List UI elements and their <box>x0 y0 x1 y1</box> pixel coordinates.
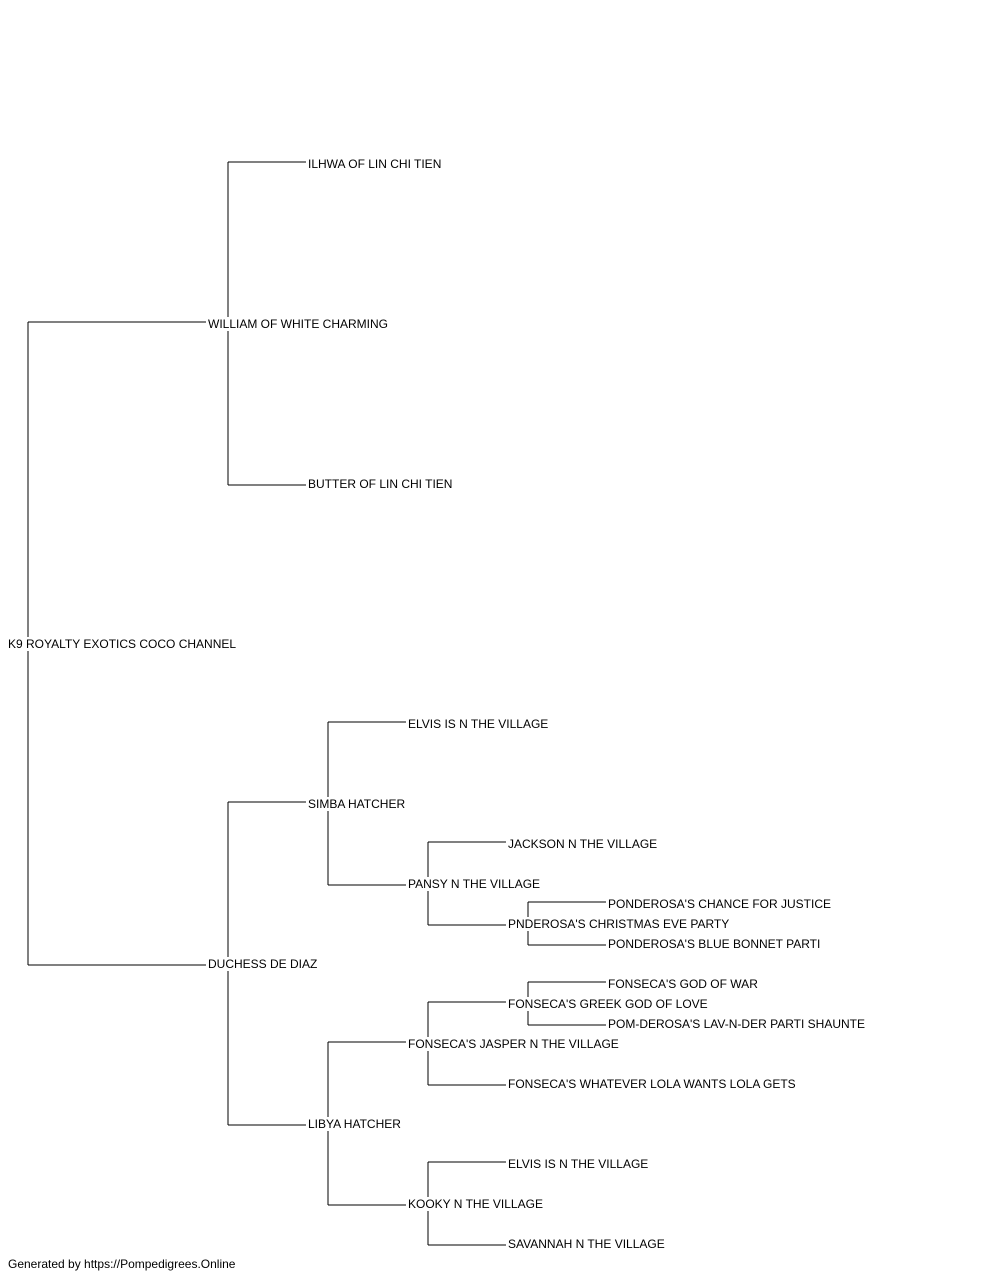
sire-dam: BUTTER OF LIN CHI TIEN <box>306 477 455 491</box>
dam-dam-sire-dam: FONSECA'S WHATEVER LOLA WANTS LOLA GETS <box>506 1077 798 1091</box>
dam-dam-sire-sire: FONSECA'S GREEK GOD OF LOVE <box>506 997 710 1011</box>
footer-credit: Generated by https://Pompedigrees.Online <box>8 1257 236 1271</box>
dam-sire-sire: ELVIS IS N THE VILLAGE <box>406 717 551 731</box>
dam-sire: SIMBA HATCHER <box>306 797 408 811</box>
dam-sire-dam-sire: JACKSON N THE VILLAGE <box>506 837 660 851</box>
dam-sire-dam-dam: PNDEROSA'S CHRISTMAS EVE PARTY <box>506 917 732 931</box>
dam-dam-dam: KOOKY N THE VILLAGE <box>406 1197 545 1211</box>
dam-dam-dam-dam: SAVANNAH N THE VILLAGE <box>506 1237 667 1251</box>
sire-sire: ILHWA OF LIN CHI TIEN <box>306 157 444 171</box>
gen5-pom-derosa-lav-n-der: POM-DEROSA'S LAV-N-DER PARTI SHAUNTE <box>606 1017 867 1031</box>
gen5-ponderosa-chance: PONDEROSA'S CHANCE FOR JUSTICE <box>606 897 833 911</box>
dam-dam: LIBYA HATCHER <box>306 1117 403 1131</box>
dam-dam-sire: FONSECA'S JASPER N THE VILLAGE <box>406 1037 621 1051</box>
subject-dog: K9 ROYALTY EXOTICS COCO CHANNEL <box>6 637 239 651</box>
dam-dam-dam-sire: ELVIS IS N THE VILLAGE <box>506 1157 651 1171</box>
sire: WILLIAM OF WHITE CHARMING <box>206 317 390 331</box>
gen5-fonseca-god-of-war: FONSECA'S GOD OF WAR <box>606 977 760 991</box>
dam-sire-dam: PANSY N THE VILLAGE <box>406 877 543 891</box>
dam: DUCHESS DE DIAZ <box>206 957 320 971</box>
gen5-ponderosa-blue-bonnet: PONDEROSA'S BLUE BONNET PARTI <box>606 937 823 951</box>
